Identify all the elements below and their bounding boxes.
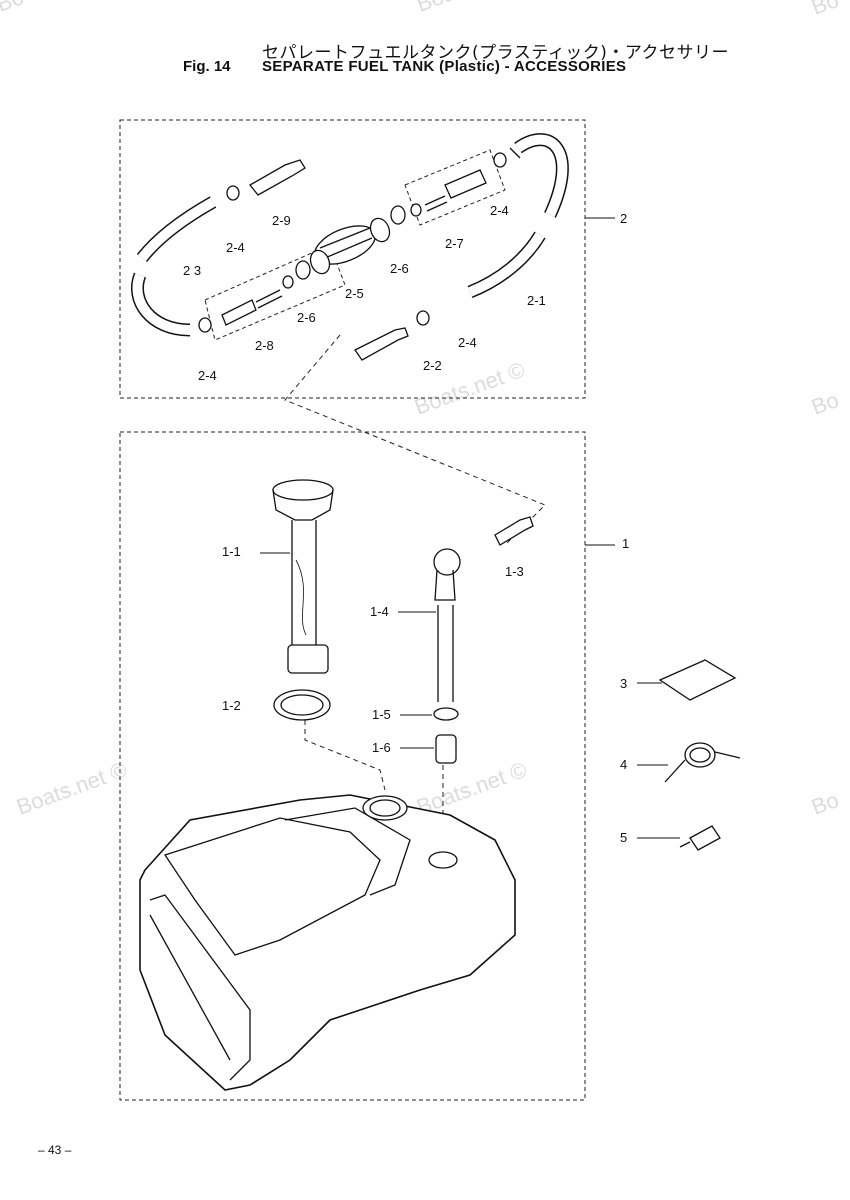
callout-1: 1 bbox=[622, 536, 629, 551]
callout-2-1: 2-1 bbox=[527, 293, 546, 308]
watermark: Bo bbox=[0, 0, 27, 17]
callout-1-3: 1-3 bbox=[505, 564, 524, 579]
callout-3: 3 bbox=[620, 676, 627, 691]
watermark: Bo bbox=[808, 787, 842, 820]
leader-lines bbox=[260, 217, 680, 839]
callout-2-9: 2-9 bbox=[272, 213, 291, 228]
watermark: Bo bbox=[808, 387, 842, 420]
connector-line bbox=[304, 720, 386, 791]
group-box-tank bbox=[119, 431, 586, 1101]
callout-2-2: 2-2 bbox=[423, 358, 442, 373]
callout-1-1: 1-1 bbox=[222, 544, 241, 559]
callout-2-3: 2 3 bbox=[183, 263, 201, 278]
callout-4: 4 bbox=[620, 757, 627, 772]
connector-line bbox=[284, 334, 546, 546]
callout-2-4: 2-4 bbox=[226, 240, 245, 255]
title-japanese: セパレートフュエルタンク(プラスティック)・アクセサリー bbox=[262, 43, 730, 63]
callout-2-6: 2-6 bbox=[390, 261, 409, 276]
callout-2-4: 2-4 bbox=[490, 203, 509, 218]
callout-2-7: 2-7 bbox=[445, 236, 464, 251]
watermark: Bo bbox=[808, 0, 842, 20]
callout-1-2: 1-2 bbox=[222, 698, 241, 713]
callout-2-6: 2-6 bbox=[297, 310, 316, 325]
callout-2-4: 2-4 bbox=[458, 335, 477, 350]
callout-5: 5 bbox=[620, 830, 627, 845]
fuel-hose-assembly bbox=[130, 133, 569, 361]
watermark: Boats.net © bbox=[13, 757, 130, 820]
title-english: SEPARATE FUEL TANK (Plastic) - ACCESSORI… bbox=[262, 58, 627, 75]
watermark: Boat bbox=[413, 0, 464, 17]
fuel-tank-assembly bbox=[139, 479, 741, 1091]
callout-2-5: 2-5 bbox=[345, 286, 364, 301]
watermark: Boats.net © bbox=[413, 757, 530, 820]
callout-2-8: 2-8 bbox=[255, 338, 274, 353]
callout-2-4: 2-4 bbox=[198, 368, 217, 383]
page-number: – 43 – bbox=[38, 1143, 72, 1157]
figure-number: Fig. 14 bbox=[183, 58, 231, 75]
callout-1-4: 1-4 bbox=[370, 604, 389, 619]
callout-1-5: 1-5 bbox=[372, 707, 391, 722]
callout-1-6: 1-6 bbox=[372, 740, 391, 755]
group-box-hose bbox=[119, 119, 586, 399]
group-box-2-8 bbox=[204, 244, 346, 341]
callout-2: 2 bbox=[620, 211, 627, 226]
